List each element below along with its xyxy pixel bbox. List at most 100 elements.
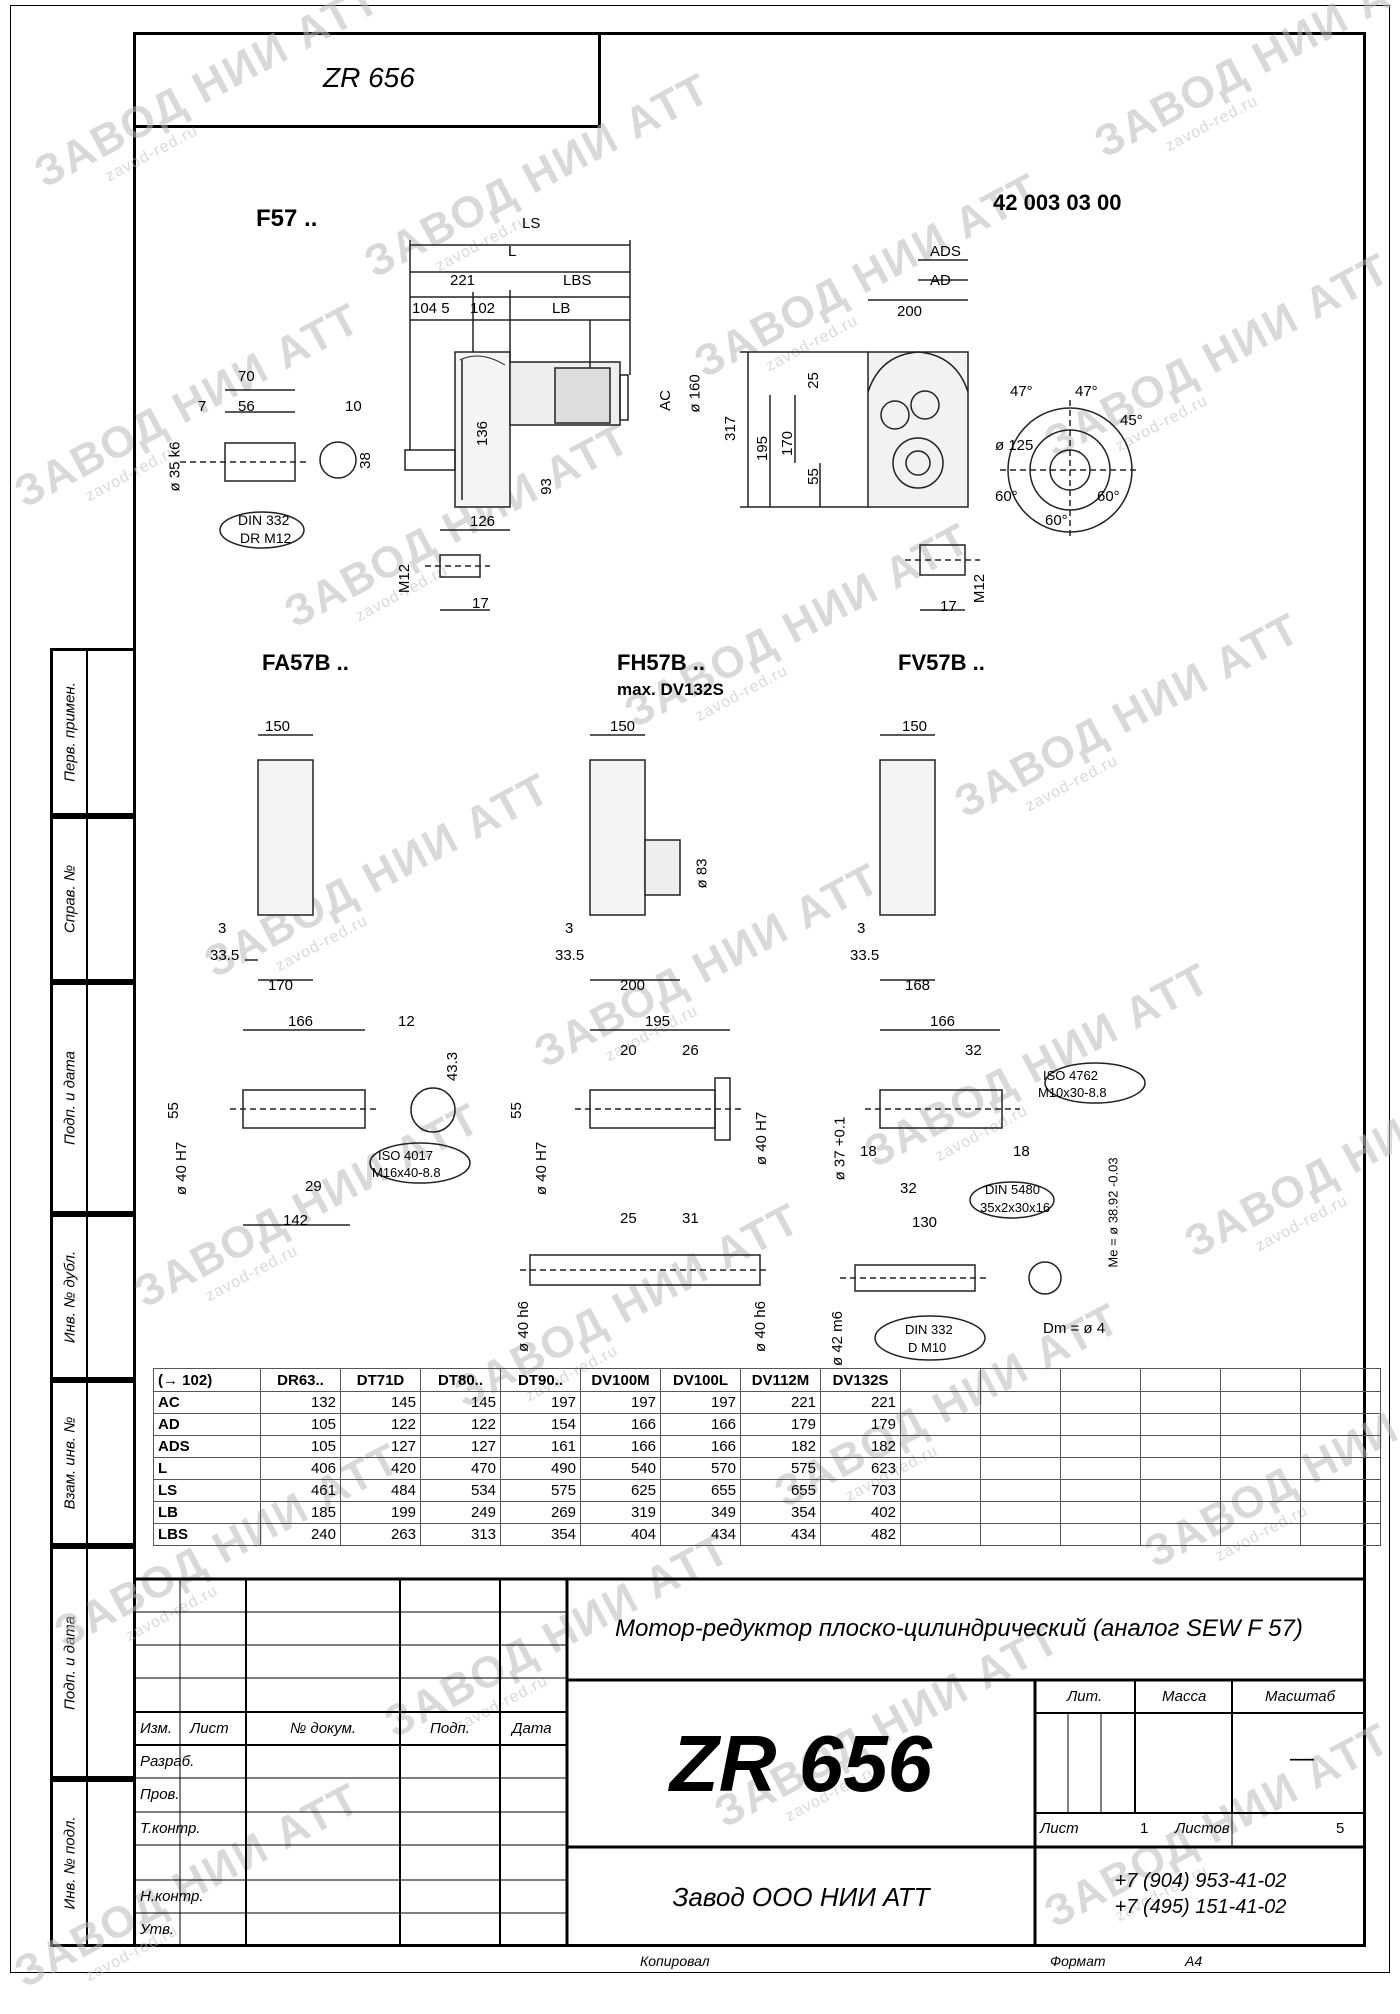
view-note-fh57b: max. DV132S: [617, 680, 724, 699]
dim-fv-3: 3: [857, 920, 866, 937]
sheet-number: 1: [1140, 1820, 1149, 1837]
dim-iso4762: ISO 4762: [1043, 1068, 1098, 1083]
dim-fv-335: 33.5: [850, 947, 880, 964]
scale-label: Масштаб: [1265, 1688, 1336, 1705]
mass-label: Масса: [1162, 1688, 1207, 1705]
dim-hs-20: 20: [620, 1042, 637, 1059]
lit-label: Лит.: [1067, 1688, 1103, 1705]
phone-1: +7 (904) 953-41-02: [1114, 1870, 1287, 1892]
dim-iso4017: ISO 4017: [378, 1148, 433, 1163]
dim-hs-32a: 32: [965, 1042, 982, 1059]
col-izm: Изм.: [140, 1720, 172, 1737]
hollow-shaft-fa57b: [230, 1029, 456, 1226]
dim-hs-166b: 166: [930, 1013, 956, 1030]
dim-56: 56: [238, 398, 255, 415]
fh57b-view: [589, 734, 681, 981]
dim-angle-60a: 60°: [995, 488, 1018, 505]
outer-border: [10, 5, 1390, 1973]
strip-vzam-inv: Взам. инв. №: [50, 1380, 133, 1546]
view-title-fh57b: FH57B ..: [617, 650, 706, 675]
dim-125: ø 125: [995, 437, 1034, 454]
dim-17-right: 17: [940, 598, 957, 615]
catalog-number: 42 003 03 00: [993, 190, 1122, 215]
dim-dm: Dm = ø 4: [1043, 1320, 1106, 1337]
strip-perv-primen: Перв. примен.: [50, 648, 133, 816]
f57-side-view: [404, 240, 631, 531]
top-code: ZR 656: [323, 62, 415, 93]
f57-front-view: [740, 259, 969, 508]
format-label: Формат: [1050, 1953, 1106, 1969]
strip-inv-dubl: Инв. № дубл.: [50, 1214, 133, 1380]
dim-fh-150: 150: [610, 718, 636, 735]
dim-17-left: 17: [472, 595, 489, 612]
dim-hs-166a: 166: [288, 1013, 314, 1030]
strip-podp-data-1: Подп. и дата: [50, 982, 133, 1214]
dim-din332: DIN 332: [238, 512, 290, 528]
dim-10: 10: [345, 398, 362, 415]
dim-ad: AD: [930, 272, 951, 289]
company-name: Завод ООО НИИ АТТ: [672, 1882, 930, 1912]
col-doc-no: № докум.: [290, 1720, 357, 1737]
shaft-end-view: [180, 389, 357, 549]
dim-dm10: D M10: [908, 1340, 947, 1355]
dim-l: L: [508, 243, 517, 260]
dim-hs-29: 29: [305, 1178, 322, 1195]
dim-lb: LB: [552, 300, 571, 317]
strip-inv-podl: Инв. № подл.: [50, 1779, 133, 1947]
dim-din332b: DIN 332: [905, 1322, 953, 1337]
dim-lbs: LBS: [563, 272, 592, 289]
dim-200: 200: [897, 303, 923, 320]
dim-hs-25: 25: [620, 1210, 637, 1227]
dim-126: 126: [470, 513, 496, 530]
dim-fa-335: 33.5: [210, 947, 240, 964]
dim-angle-47b: 47°: [1075, 383, 1098, 400]
dim-hs-12: 12: [398, 1013, 415, 1030]
col-list: Лист: [190, 1720, 229, 1737]
view-title-f57: F57 ..: [256, 205, 318, 232]
drawing-frame: [133, 32, 1366, 1947]
thread-detail-left: [425, 554, 490, 611]
dim-fh-335: 33.5: [555, 947, 585, 964]
view-title-fv57b: FV57B ..: [898, 650, 985, 675]
fv57b-view: [879, 734, 936, 981]
dim-drm12: DR M12: [240, 530, 292, 546]
row-nkontr: Н.контр.: [140, 1888, 204, 1905]
drawing-title: ZR 656: [669, 1719, 933, 1808]
scale-value: —: [1290, 1745, 1314, 1772]
dim-hs-18a: 18: [860, 1143, 877, 1160]
dim-angle-47a: 47°: [1010, 383, 1033, 400]
thread-detail-right: [905, 544, 980, 611]
strip-podp-data-2: Подп. и дата: [50, 1546, 133, 1779]
dim-hs-32b: 32: [900, 1180, 917, 1197]
sheets-label: Листов: [1175, 1820, 1230, 1837]
dim-fa-150: 150: [265, 718, 291, 735]
dim-spline: 35x2x30x16: [980, 1200, 1051, 1215]
product-description: Мотор-редуктор плоско-цилиндрический (ан…: [615, 1615, 1303, 1642]
dim-m16: M16x40-8.8: [372, 1165, 441, 1180]
dim-m10x30: M10x30-8.8: [1038, 1085, 1107, 1100]
dim-angle-60c: 60°: [1097, 488, 1120, 505]
dim-hs-31: 31: [682, 1210, 699, 1227]
dim-hs-195: 195: [645, 1013, 671, 1030]
col-podp: Подп.: [430, 1720, 470, 1737]
dim-hs-26: 26: [682, 1042, 699, 1059]
dim-fv-168: 168: [905, 977, 931, 994]
dim-hs-142: 142: [283, 1212, 309, 1229]
hollow-shaft-fh57b: [520, 1029, 770, 1286]
fa57b-view: [245, 734, 314, 981]
dim-221: 221: [450, 272, 476, 289]
dim-angle-45: 45°: [1120, 412, 1143, 429]
sheets-total: 5: [1336, 1820, 1345, 1837]
row-utv: Утв.: [140, 1921, 175, 1938]
dimensions-table: (→ 102) DR63.. DT71D DT80.. DT90.. DV100…: [153, 1368, 1381, 1546]
dim-ls: LS: [522, 215, 541, 232]
dim-din5480: DIN 5480: [985, 1182, 1040, 1197]
row-prov: Пров.: [140, 1786, 180, 1803]
dim-fh-200: 200: [620, 977, 646, 994]
technical-drawing: [180, 240, 1146, 1361]
dim-fv-150: 150: [902, 718, 928, 735]
dim-hs-18b: 18: [1013, 1143, 1030, 1160]
phone-2: +7 (495) 151-41-02: [1114, 1896, 1287, 1918]
